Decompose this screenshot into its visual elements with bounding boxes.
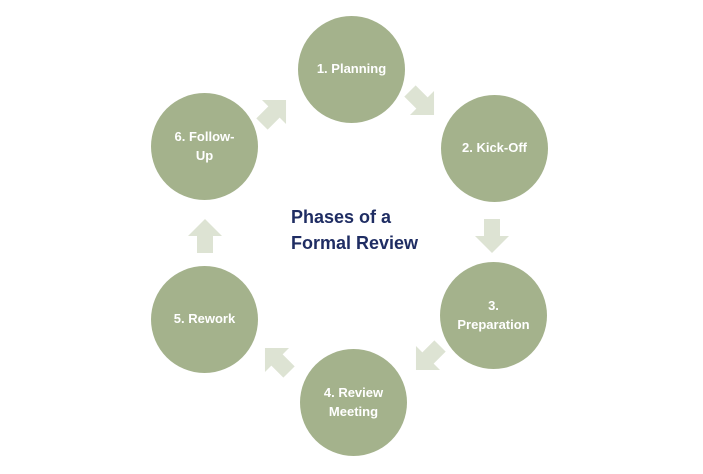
phase-circle-review-meeting: 4. Review Meeting [300,349,407,456]
arrow-kickoff-to-preparation-icon [474,218,510,254]
phase-label-planning: 1. Planning [316,61,387,77]
phase-circle-follow-up: 6. Follow- Up [151,93,258,200]
phase-label-kick-off: 2. Kick-Off [461,140,527,156]
block-arrow-shape [264,347,295,378]
diagram-title: Phases of a Formal Review [291,207,419,253]
arrow-rework-to-follow-up-icon [187,218,223,254]
block-arrow-icon [404,85,435,116]
phase-circle-kick-off: 2. Kick-Off [441,95,548,202]
arrow-follow-up-to-planning-icon [249,87,300,138]
block-arrow-shape [256,99,287,130]
block-arrow-shape [188,219,222,253]
block-arrow-icon [415,340,446,371]
block-arrow-shape [404,85,435,116]
block-arrow-icon [256,99,287,130]
phase-circle-rework: 5. Rework [151,266,258,373]
phase-label-review-meeting: 4. Review Meeting [323,384,384,419]
phase-label-rework: 5. Rework [173,311,236,327]
arrow-preparation-to-review-meeting-icon [403,333,454,384]
phase-circle-preparation: 3. Preparation [440,262,547,369]
block-arrow-icon [188,219,222,253]
block-arrow-icon [475,219,509,253]
phase-circle-planning: 1. Planning [298,16,405,123]
block-arrow-shape [475,219,509,253]
block-arrow-shape [415,340,446,371]
block-arrow-icon [264,347,295,378]
phase-label-follow-up: 6. Follow- Up [174,128,235,163]
phase-label-preparation: 3. Preparation [457,297,530,332]
arrow-planning-to-kickoff-icon [397,78,448,129]
arrow-review-meeting-to-rework-icon [252,335,303,386]
